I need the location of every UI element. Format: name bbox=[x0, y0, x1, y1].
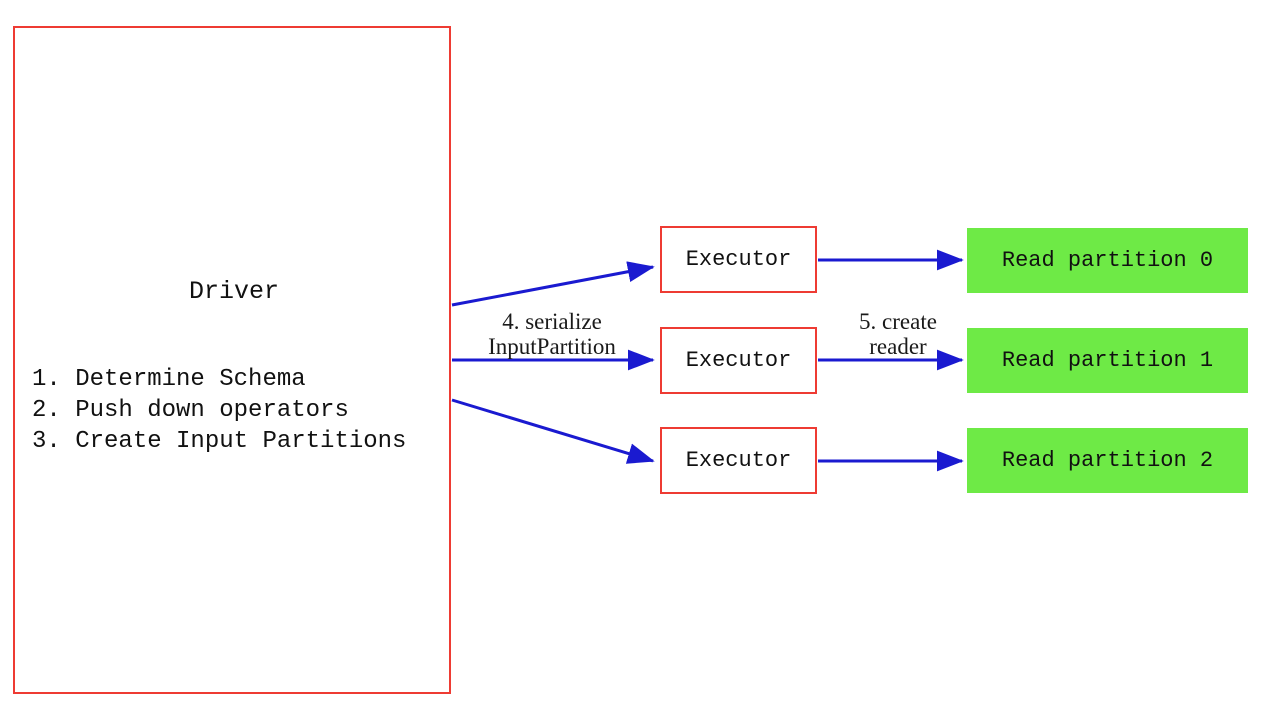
read-partition-label-0: Read partition 0 bbox=[1001, 248, 1214, 273]
read-partition-box-2: Read partition 2 bbox=[967, 428, 1248, 493]
executor-box-1: Executor bbox=[660, 226, 817, 293]
executor-box-2: Executor bbox=[660, 327, 817, 394]
read-partition-box-1: Read partition 1 bbox=[967, 328, 1248, 393]
driver-steps-list: 1. Determine Schema 2. Push down operato… bbox=[32, 366, 407, 455]
read-partition-box-0: Read partition 0 bbox=[967, 228, 1248, 293]
driver-box: Driver 1. Determine Schema 2. Push down … bbox=[13, 26, 451, 694]
executor-label-1: Executor bbox=[685, 247, 792, 272]
read-partition-label-2: Read partition 2 bbox=[1001, 448, 1214, 473]
executor-box-3: Executor bbox=[660, 427, 817, 494]
executor-label-2: Executor bbox=[685, 348, 792, 373]
edge-label-serialize-input-partition: 4. serialize InputPartition bbox=[488, 309, 616, 359]
edge-label-create-reader: 5. create reader bbox=[859, 309, 937, 359]
arrow-driver-to-executor-3 bbox=[451, 398, 655, 464]
driver-title: Driver bbox=[188, 277, 279, 306]
executor-label-3: Executor bbox=[685, 448, 792, 473]
arrow-driver-to-executor-1 bbox=[451, 261, 655, 307]
read-partition-label-1: Read partition 1 bbox=[1001, 348, 1214, 373]
